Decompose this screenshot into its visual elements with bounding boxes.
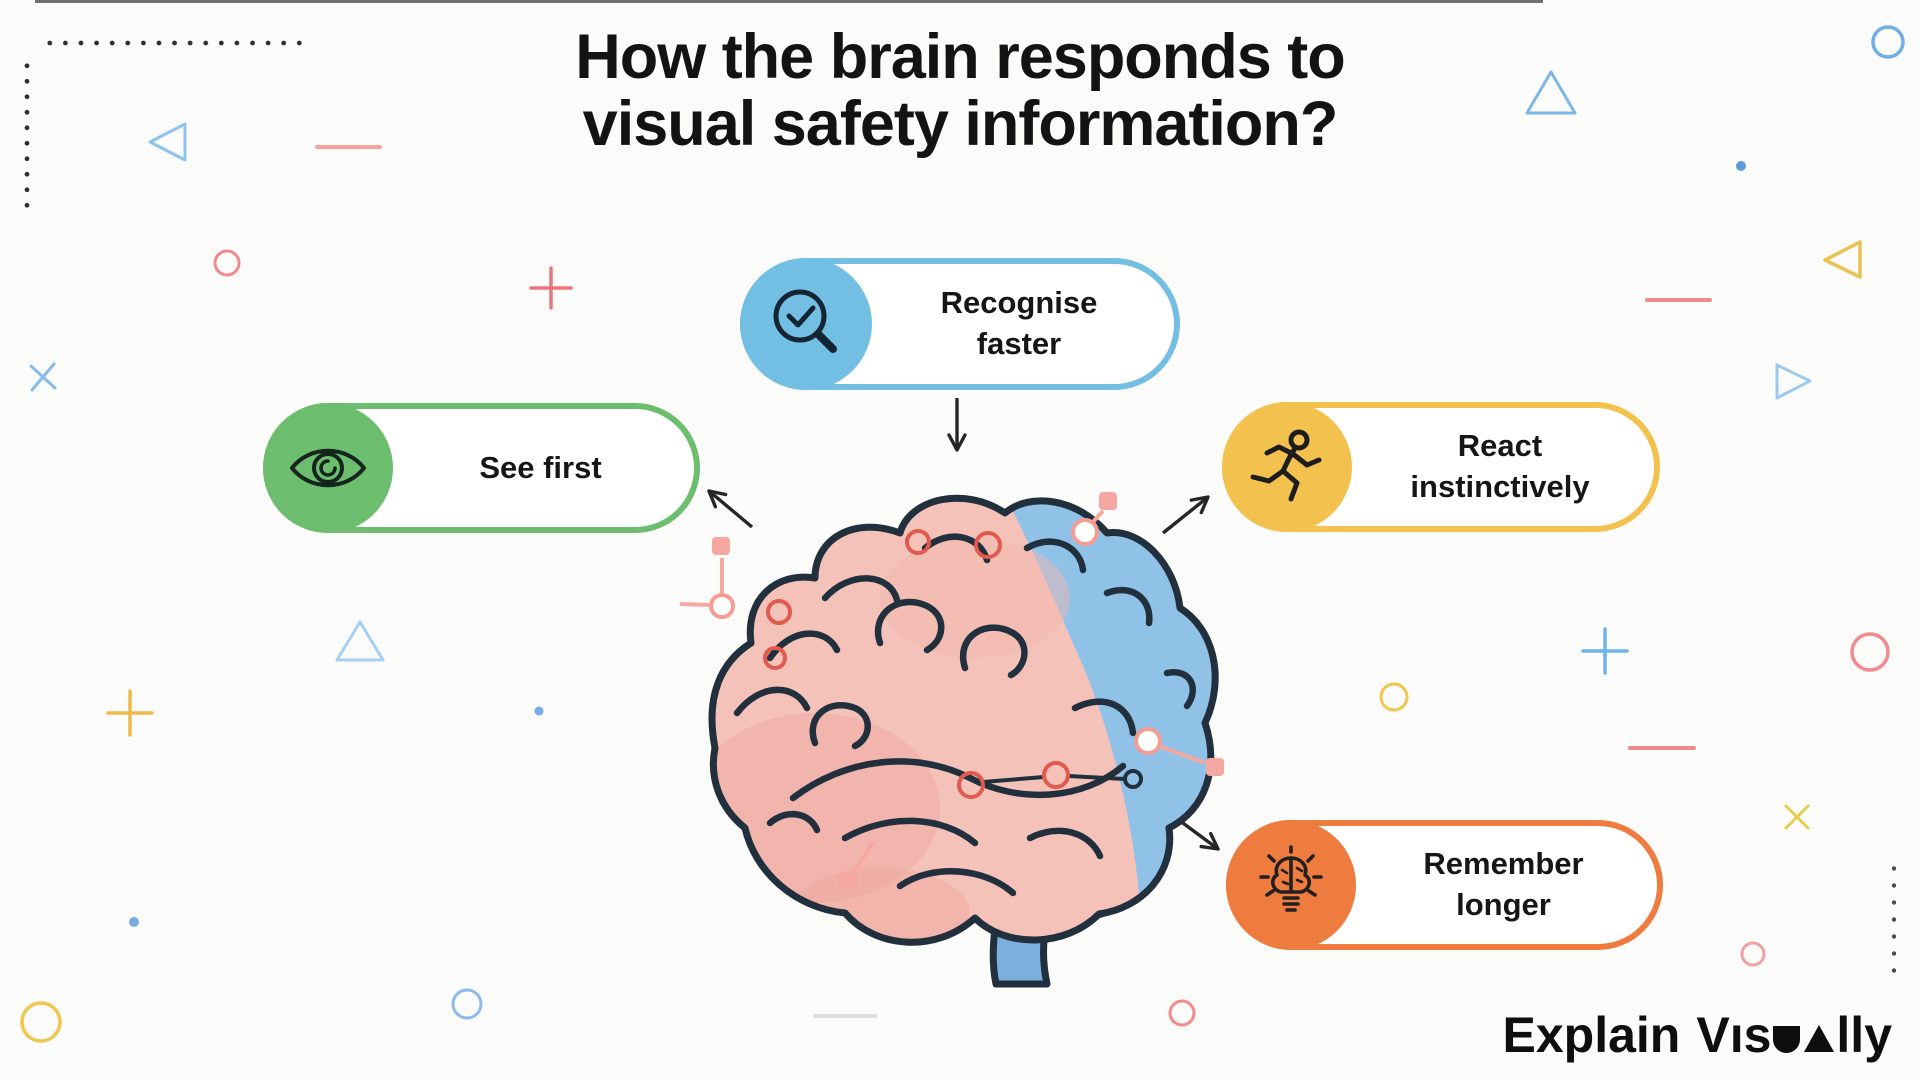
top-edge-line xyxy=(35,0,1543,3)
runner-icon xyxy=(1250,429,1322,502)
logo-u-glyph-icon xyxy=(1773,1026,1801,1053)
pill-remember-longer: Remember longer xyxy=(1226,820,1663,950)
circle-icon xyxy=(451,988,483,1020)
logo-word-vis: Vıs xyxy=(1696,1007,1772,1063)
pill-label-line: React xyxy=(1457,428,1543,464)
brain-nodes xyxy=(679,492,1224,890)
circle-icon xyxy=(1379,682,1409,712)
pill-label-line: faster xyxy=(976,326,1062,361)
triangle-icon xyxy=(1775,363,1812,400)
title-line-1: How the brain responds to xyxy=(575,22,1346,92)
pill-label-line: instinctively xyxy=(1410,469,1590,504)
circle-icon xyxy=(20,1001,62,1043)
pill-label-line: Remember xyxy=(1423,846,1584,882)
pill-cap xyxy=(1226,820,1356,950)
pill-label: Recognise faster xyxy=(746,283,1174,365)
dot-icon xyxy=(1736,161,1746,171)
logo-word-explain: Explain xyxy=(1502,1007,1681,1063)
brain-bulb-icon xyxy=(1259,845,1323,912)
plus-icon xyxy=(106,689,154,737)
triangle-icon xyxy=(335,620,385,662)
pill-cap xyxy=(740,258,872,390)
circle-icon xyxy=(1850,632,1890,672)
brain-illustration xyxy=(679,492,1224,988)
title-line-2: visual safety information? xyxy=(582,88,1339,159)
plus-icon xyxy=(529,266,573,310)
pill-label: React instinctively xyxy=(1228,426,1654,508)
explain-visually-logo: Explain Vıs lly xyxy=(1503,1006,1893,1064)
logo-word-lly: lly xyxy=(1836,1007,1892,1063)
dot-icon xyxy=(534,706,544,716)
circle-icon xyxy=(1740,941,1766,967)
pill-label-line: See first xyxy=(479,449,602,485)
pill-react-instinctively: React instinctively xyxy=(1222,402,1660,532)
logo-triangle-glyph-icon xyxy=(1804,1025,1835,1052)
pill-see-first: See first xyxy=(263,403,700,533)
circle-icon xyxy=(213,249,241,277)
dotted-line-top xyxy=(42,40,308,46)
triangle-icon xyxy=(1823,240,1862,279)
dotted-line-left xyxy=(24,58,30,210)
pill-label-line: Recognise xyxy=(940,285,1098,321)
arrow-to-see-first xyxy=(707,489,754,529)
triangle-icon xyxy=(1525,70,1577,115)
pill-recognise-faster: Recognise faster xyxy=(740,258,1180,390)
pill-cap xyxy=(263,403,393,533)
magnifier-check-icon xyxy=(773,289,837,353)
brain-gyri xyxy=(733,533,1196,897)
plus-icon xyxy=(1581,627,1629,675)
eye-icon xyxy=(290,448,366,488)
cross-icon xyxy=(1784,804,1810,830)
pill-cap xyxy=(1222,402,1352,532)
dotted-line-right xyxy=(1891,860,1897,984)
dot-icon xyxy=(129,917,139,927)
arrow-to-react xyxy=(1161,495,1210,535)
cross-icon xyxy=(29,362,57,392)
pill-label-line: longer xyxy=(1456,887,1551,922)
circle-icon xyxy=(1168,999,1196,1027)
circle-icon xyxy=(1871,25,1905,59)
page-title: How the brain responds to visual safety … xyxy=(0,24,1920,158)
triangle-icon xyxy=(148,122,187,162)
pill-label: Remember longer xyxy=(1232,844,1657,926)
pill-label: See first xyxy=(269,448,694,489)
